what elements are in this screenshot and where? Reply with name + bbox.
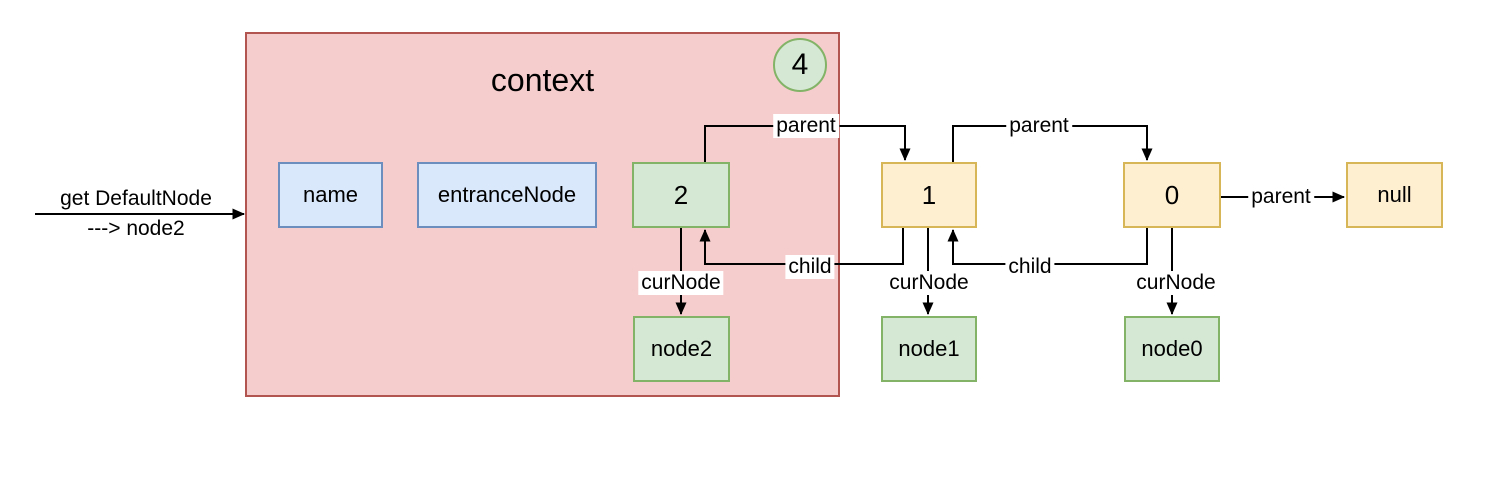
caption-line-1: get DefaultNode	[60, 187, 212, 210]
step-badge: 4	[773, 38, 827, 92]
edge-label-parent-1-0: parent	[1006, 114, 1072, 138]
edge-label-curnode-1: curNode	[886, 271, 972, 295]
node-2-box: 2	[632, 162, 730, 228]
edge-label-child-0-1: child	[1005, 255, 1055, 279]
null-box: null	[1346, 162, 1443, 228]
node2-box: node2	[633, 316, 730, 382]
node-entrancenode-box: entranceNode	[417, 162, 597, 228]
edge-label-parent-2-1: parent	[773, 114, 839, 138]
context-title: context	[490, 62, 595, 98]
node-1-box: 1	[881, 162, 977, 228]
edge-label-parent-0-null: parent	[1248, 185, 1314, 209]
caption-line-2: ---> node2	[87, 217, 185, 240]
node1-box: node1	[881, 316, 977, 382]
node-name-box: name	[278, 162, 383, 228]
node-0-box: 0	[1123, 162, 1221, 228]
edge-label-curnode-0: curNode	[1133, 271, 1219, 295]
edge-label-curnode-2: curNode	[638, 271, 724, 295]
node0-box: node0	[1124, 316, 1220, 382]
edge-label-child-1-2: child	[785, 255, 835, 279]
